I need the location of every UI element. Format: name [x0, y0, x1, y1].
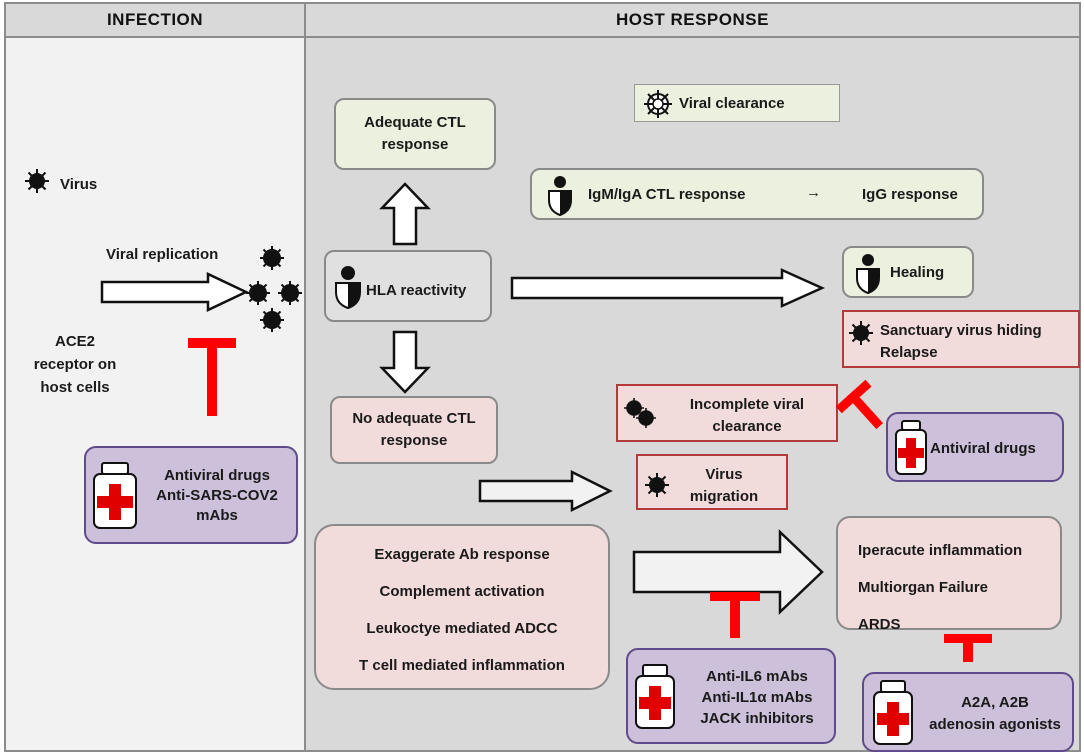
ards-label: ARDS [858, 616, 901, 633]
migration-label: migration [689, 488, 759, 505]
t-cell-label: T cell mediated inflammation [359, 657, 565, 674]
healing-label: Healing [890, 264, 945, 281]
virus-legend-label: Virus [60, 176, 98, 193]
inhibition-t-icon [710, 592, 760, 638]
virus-migration-box: Virus migration [636, 454, 788, 510]
igg-label: IgG response [862, 186, 958, 203]
virus-icon [645, 473, 669, 497]
hla-reactivity-label: HLA reactivity [366, 282, 467, 299]
antiviral-drugs-label: Antiviral drugs [930, 440, 1036, 457]
infection-panel [4, 36, 306, 752]
virus-migration-label: Virus [705, 466, 743, 483]
drug-bottle-icon [635, 664, 675, 729]
host-response-header: HOST RESPONSE [304, 2, 1081, 38]
iperacute-label: Iperacute inflammation [858, 542, 1023, 559]
hla-reactivity-box: HLA reactivity [324, 250, 492, 322]
clearance-label: clearance [712, 418, 782, 435]
virus-icon [849, 321, 873, 345]
exaggerate-response-box: Exaggerate Ab response Complement activa… [314, 524, 610, 690]
virus-icon [25, 169, 49, 193]
anti-il1-label: Anti-IL1α mAbs [701, 689, 813, 706]
incomplete-clearance-box: Incomplete viral clearance [616, 384, 838, 442]
drug-bottle-icon [873, 680, 913, 745]
incomplete-clearance-label: Incomplete viral [689, 396, 805, 413]
healing-box: Healing [842, 246, 974, 298]
drug-bottle-icon [895, 420, 927, 475]
infection-header: INFECTION [4, 2, 306, 38]
sanctuary-label: Sanctuary virus hiding [880, 322, 1042, 339]
antiviral-sars-drugs-box: Antiviral drugs Anti-SARS-COV2 mAbs [84, 446, 298, 544]
viral-clearance-label: Viral clearance [679, 95, 785, 112]
viral-replication-label: Viral replication [106, 246, 219, 263]
exaggerate-ab-label: Exaggerate Ab response [374, 546, 550, 563]
virus-cluster-icon [246, 246, 302, 332]
inhibition-t-icon [835, 379, 884, 430]
relapse-label: Relapse [880, 344, 938, 361]
a2a-a2b-label: A2A, A2B [961, 694, 1029, 711]
adcc-label: Leukoctye mediated ADCC [366, 620, 558, 637]
to-iperacute-arrow [632, 529, 824, 615]
up-arrow [379, 182, 431, 246]
sanctuary-box: Sanctuary virus hiding Relapse [842, 310, 1080, 368]
anti-il6-label: Anti-IL6 mAbs [706, 668, 808, 685]
multiorgan-label: Multiorgan Failure [858, 579, 989, 596]
viral-clearance-box: Viral clearance [634, 84, 840, 122]
inhibition-t-icon [188, 338, 236, 416]
ace2-label: ACE2 receptor on host cells [33, 333, 117, 396]
complement-label: Complement activation [379, 583, 545, 600]
virus-cluster-icon [624, 398, 656, 428]
hla-to-healing-arrow [510, 268, 826, 308]
adenosin-drugs-box: A2A, A2B adenosin agonists [862, 672, 1074, 752]
viral-clearance-icon [644, 90, 672, 118]
adenosin-agonists-label: adenosin agonists [929, 716, 1061, 733]
igm-iga-label: IgM/IgA CTL response [588, 186, 746, 203]
person-shield-icon [856, 254, 880, 295]
ig-arrow-symbol: → [806, 184, 821, 201]
iperacute-box: Iperacute inflammation Multiorgan Failur… [836, 516, 1062, 633]
person-shield-icon [548, 176, 572, 217]
antiviral-drugs-box: Antiviral drugs [886, 412, 1064, 482]
inhibition-t-icon [944, 634, 992, 662]
drug-bottle-icon [93, 462, 137, 529]
to-migration-arrow [478, 469, 613, 513]
viral-replication-arrow [100, 272, 249, 312]
person-shield-icon [335, 266, 361, 310]
ig-response-box: IgM/IgA CTL response → IgG response [530, 168, 984, 220]
down-arrow [379, 330, 431, 394]
jack-inhibitors-label: JACK inhibitors [700, 710, 814, 727]
il-drugs-box: Anti-IL6 mAbs Anti-IL1α mAbs JACK inhibi… [626, 648, 836, 744]
